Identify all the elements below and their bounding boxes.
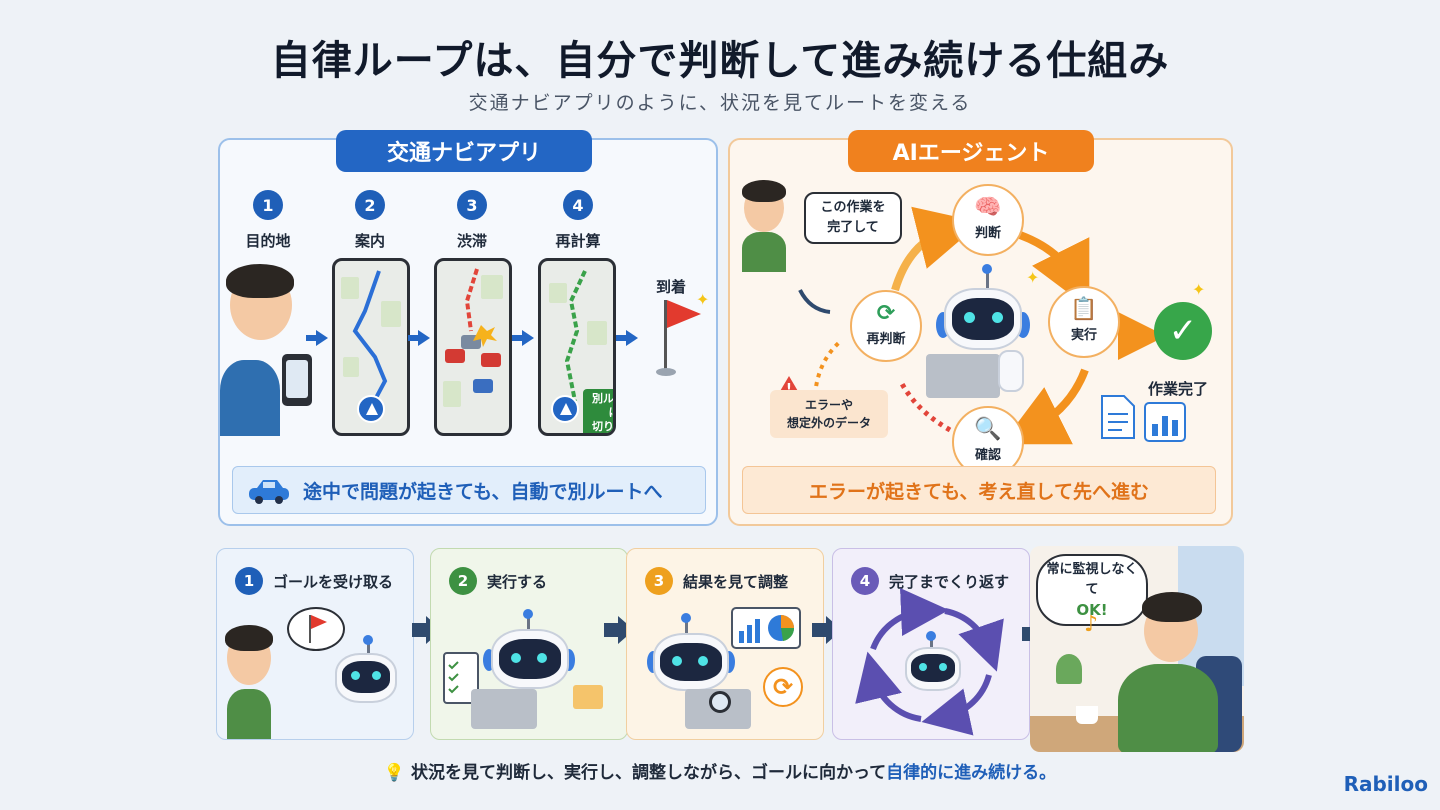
- refresh-icon: ⟳: [763, 667, 803, 707]
- nav-summary-bar: 途中で問題が起きても、自動で別ルートへ: [232, 466, 706, 514]
- music-note-icon: ♪: [1084, 612, 1099, 637]
- nav-step-destination: 1 目的地: [238, 190, 298, 251]
- page-subtitle: 交通ナビアプリのように、状況を見てルートを変える: [468, 92, 972, 114]
- nav-app-heading: 交通ナビアプリ: [336, 130, 592, 172]
- document-icon: [1101, 395, 1135, 439]
- card-number: 1: [235, 567, 263, 595]
- process-card-receive-goal: 1 ゴールを受け取る: [216, 548, 414, 740]
- relax-thought-bubble: 常に監視しなくて OK!: [1036, 554, 1148, 626]
- checklist-icon: [443, 652, 479, 704]
- map-phone-traffic: [434, 258, 512, 436]
- coffee-cup: [1076, 706, 1098, 724]
- process-card-execute: 2 実行する: [430, 548, 628, 740]
- process-card-adjust: 3 結果を見て調整 ⟳: [626, 548, 824, 740]
- arrow-right-icon: [616, 330, 638, 346]
- map-phone-reroute: 別ルートに 切り替え: [538, 258, 616, 436]
- card-number: 2: [449, 567, 477, 595]
- checklist-icon: 📋: [1070, 297, 1098, 322]
- car-icon: [249, 480, 289, 504]
- brand-logo: Rabiloo: [1343, 772, 1428, 796]
- card-number: 3: [645, 567, 673, 595]
- node-judge: 🧠 判断: [952, 184, 1024, 256]
- arrow-right-icon: [306, 330, 328, 346]
- map-phone-guide: [332, 258, 410, 436]
- card-label: 実行する: [487, 573, 548, 591]
- bar-chart-icon: [731, 607, 801, 649]
- step-label: 案内: [354, 232, 385, 250]
- card-label: ゴールを受け取る: [273, 573, 394, 591]
- search-icon: [709, 691, 731, 713]
- step-number: 1: [253, 190, 283, 220]
- step-label: 再計算: [555, 232, 601, 250]
- navigation-arrow-icon: [357, 395, 385, 423]
- ai-agent-heading: AIエージェント: [848, 130, 1094, 172]
- step-number: 2: [355, 190, 385, 220]
- navigation-arrow-icon: [551, 395, 579, 423]
- lightbulb-icon: 💡: [383, 763, 406, 783]
- process-card-repeat: 4 完了までくり返す: [832, 548, 1030, 740]
- refresh-icon: ⟳: [876, 301, 896, 326]
- step-label: 渋滞: [456, 232, 487, 250]
- step-number: 3: [457, 190, 487, 220]
- nav-step-guide: 2 案内: [340, 190, 400, 251]
- nav-step-traffic: 3 渋滞: [442, 190, 502, 251]
- bar-chart-icon: [1144, 402, 1186, 442]
- error-box: エラーや 想定外のデータ: [770, 390, 888, 438]
- search-icon: 🔍: [974, 417, 1002, 442]
- card-label: 完了までくり返す: [889, 573, 1010, 591]
- request-speech-bubble: この作業を 完了して: [804, 192, 902, 244]
- nav-summary-text: 途中で問題が起きても、自動で別ルートへ: [303, 480, 663, 503]
- nav-step-recalc: 4 再計算: [548, 190, 608, 251]
- sparkle-icon: ✦: [1026, 268, 1040, 287]
- node-rejudge: ⟳ 再判断: [850, 290, 922, 362]
- speech-bubble: [287, 607, 345, 651]
- reroute-bubble: 別ルートに 切り替え: [583, 389, 613, 433]
- brain-icon: 🧠: [974, 195, 1002, 220]
- ai-agent-panel: AIエージェント この作業を 完了して 🧠 判断 📋 実行 🔍 確認: [728, 130, 1233, 526]
- folder-icon: [573, 685, 603, 709]
- cycle-arrows: [798, 206, 1166, 445]
- footer-text: 状況を見て判断し、実行し、調整しながら、ゴールに向かって: [410, 763, 887, 783]
- sparkle-icon: ✦: [696, 290, 710, 309]
- task-done-label: 作業完了: [1148, 380, 1209, 398]
- step-number: 4: [563, 190, 593, 220]
- nav-app-panel: 交通ナビアプリ 1 目的地 2 案内 3 渋滞 4 再計算 到着: [218, 130, 718, 526]
- plant: [1056, 654, 1082, 684]
- nav-arrival-label: 到着: [656, 278, 687, 296]
- agent-summary-bar: エラーが起きても、考え直して先へ進む: [742, 466, 1216, 514]
- arrow-right-icon: [408, 330, 430, 346]
- step-label: 目的地: [245, 232, 291, 250]
- sparkle-icon: ✦: [1192, 280, 1206, 299]
- card-number: 4: [851, 567, 879, 595]
- footer-highlight: 自律的に進み続ける。: [886, 763, 1057, 783]
- card-label: 結果を見て調整: [683, 573, 789, 591]
- node-execute: 📋 実行: [1048, 286, 1120, 358]
- loop-arrows-icon: [855, 588, 1004, 736]
- arrow-right-icon: [512, 330, 534, 346]
- relaxing-person-scene: 常に監視しなくて OK! ♪: [1030, 546, 1244, 752]
- check-icon: ✓: [1154, 302, 1212, 360]
- footer-message: 💡 状況を見て判断し、実行し、調整しながら、ゴールに向かって自律的に進み続ける。: [0, 758, 1440, 783]
- page-title: 自律ループは、自分で判断して進み続ける仕組み: [270, 38, 1170, 84]
